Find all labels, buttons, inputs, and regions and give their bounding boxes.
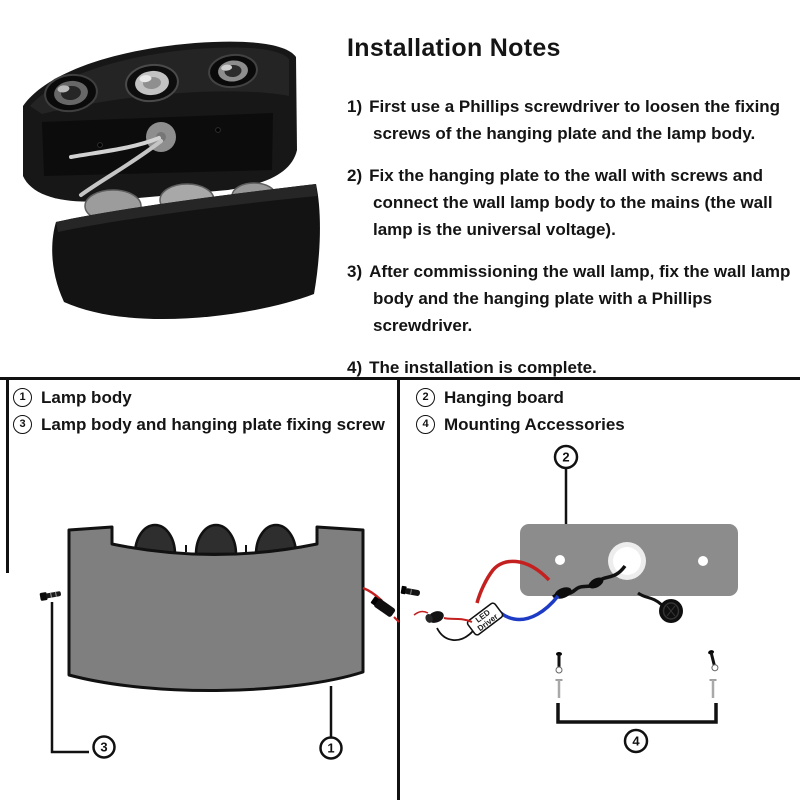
panel-hole-left xyxy=(97,142,103,148)
notes-title: Installation Notes xyxy=(347,34,561,62)
led-lens-left-icon xyxy=(44,73,98,113)
step-3-text: After commissioning the wall lamp, fix t… xyxy=(369,262,791,335)
lamp-body-red-lead-tip xyxy=(393,616,400,623)
callout-number-2: 2 xyxy=(562,450,569,465)
step-1-number: 1) xyxy=(347,97,363,116)
diagram-dome-1 xyxy=(133,523,177,556)
callout-number-3: 3 xyxy=(100,740,107,755)
mounting-screw-left-top xyxy=(555,652,563,674)
black-wire-connector-1 xyxy=(588,577,604,589)
legend-label-mounting-accessories: Mounting Accessories xyxy=(444,415,625,434)
callout-circle-4 xyxy=(623,728,649,754)
lamp-body-shape xyxy=(67,525,365,692)
blue-wire xyxy=(494,594,560,622)
legend-mounting-accessories: 4 Mounting Accessories xyxy=(416,414,625,435)
driver-black-lead xyxy=(436,627,474,641)
led-lens-center-icon xyxy=(125,63,179,103)
note-step-4: 4) The installation is complete. xyxy=(347,354,800,381)
horizontal-divider xyxy=(0,377,800,380)
step-4-text: The installation is complete. xyxy=(369,358,597,377)
left-border-segment xyxy=(6,377,9,573)
plate-center-hole xyxy=(613,547,641,575)
plate-hole-left xyxy=(555,555,565,565)
mounting-screw-left-bottom xyxy=(555,679,563,698)
rubber-cap xyxy=(637,591,683,623)
callout-circle-2 xyxy=(553,444,579,470)
legend-left: 1 Lamp body 3 Lamp body and hanging plat… xyxy=(13,387,385,435)
note-step-2: 2) Fix the hanging plate to the wall with… xyxy=(347,162,800,243)
lamp-product-photo xyxy=(23,41,320,320)
diagram-dome-3 xyxy=(254,523,298,556)
note-step-3: 3) After commissioning the wall lamp, fix… xyxy=(347,258,800,339)
accessories-bracket xyxy=(556,703,718,724)
legend-label-lamp-body: Lamp body xyxy=(41,388,132,407)
legend-num-4: 4 xyxy=(416,415,435,434)
power-wire-2 xyxy=(79,139,163,197)
plate-hole-right xyxy=(698,556,708,566)
fixing-screw-icon xyxy=(39,591,61,601)
legend-label-fixing-screw: Lamp body and hanging plate fixing screw xyxy=(41,415,385,434)
legend-hanging-board: 2 Hanging board xyxy=(416,387,625,408)
mounting-screw-right-bottom xyxy=(709,679,717,698)
lamp-shell-top-edge xyxy=(56,184,317,232)
photo-bottom-module xyxy=(52,182,320,320)
step-2-number: 2) xyxy=(347,166,363,185)
callout-line-3 xyxy=(50,602,89,754)
panel-hole-right xyxy=(215,127,221,133)
note-step-1: 1) First use a Phillips screwdriver to lo… xyxy=(347,93,800,147)
lamp-body-connector xyxy=(370,596,396,617)
input-red-tail xyxy=(413,610,429,616)
legend-right: 2 Hanging board 4 Mounting Accessories xyxy=(416,387,625,435)
vertical-divider xyxy=(397,377,400,800)
step-1-text: First use a Phillips screwdriver to loos… xyxy=(369,97,781,143)
diagram-led-domes xyxy=(133,523,298,556)
legend-num-2: 2 xyxy=(416,388,435,407)
callout-circle-3 xyxy=(92,735,116,759)
legend-fixing-screw: 3 Lamp body and hanging plate fixing scr… xyxy=(13,414,385,435)
step-2-text: Fix the hanging plate to the wall with s… xyxy=(369,166,773,239)
step-3-number: 3) xyxy=(347,262,363,281)
photo-top-module xyxy=(23,41,297,202)
mounting-screw-right-top xyxy=(708,650,719,672)
black-wire-connector-2 xyxy=(554,587,572,599)
step-4-number: 4) xyxy=(347,358,363,377)
callout-number-4: 4 xyxy=(632,734,640,749)
callout-number-1: 1 xyxy=(327,741,334,756)
driver-red-lead xyxy=(443,617,473,623)
lamp-body-diagram: 3 1 xyxy=(39,523,400,760)
hanging-board-diagram: 2 LED Driver xyxy=(400,444,738,754)
small-screw-icon xyxy=(400,585,421,596)
diagram-dome-2 xyxy=(194,523,238,556)
installation-notes-panel: Installation Notes 1) First use a Phillip… xyxy=(347,34,800,396)
led-lens-right-icon xyxy=(208,53,258,89)
power-wire-1 xyxy=(69,136,161,159)
input-connector xyxy=(425,611,444,623)
legend-num-1: 1 xyxy=(13,388,32,407)
legend-num-3: 3 xyxy=(13,415,32,434)
legend-lamp-body: 1 Lamp body xyxy=(13,387,385,408)
callout-circle-1 xyxy=(319,736,343,760)
red-wire xyxy=(475,559,551,604)
legend-label-hanging-board: Hanging board xyxy=(444,388,564,407)
